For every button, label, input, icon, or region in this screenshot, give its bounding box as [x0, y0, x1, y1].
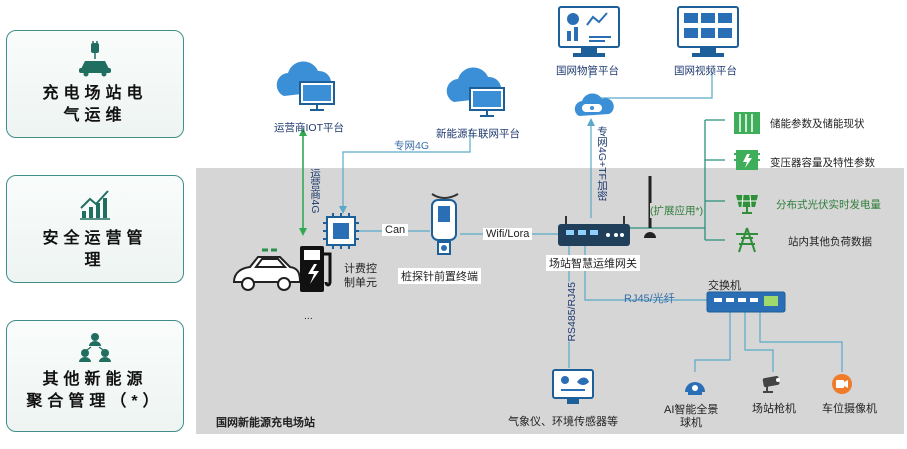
card-safety-ops[interactable]: 安全运营管 理 — [6, 175, 184, 283]
cloud-monitor-icon — [446, 67, 505, 117]
transformer-icon — [734, 150, 760, 170]
right-item-0: 储能参数及储能现状 — [770, 118, 865, 130]
card-ev-station-ops[interactable]: 充电场站电 气运维 — [6, 30, 184, 138]
ai-camera-label-2: 球机 — [680, 417, 702, 429]
people-network-icon — [79, 333, 111, 362]
wifi-lora-label: Wifi/Lora — [483, 228, 533, 240]
card-title-line1: 安全运营管 — [42, 230, 148, 247]
probe-terminal-icon — [431, 193, 459, 255]
grid-private-label: 专网4G+TF加密 — [596, 126, 608, 201]
rs485-label: RS485/RJ45 — [566, 282, 578, 342]
power-tower-icon — [736, 227, 758, 253]
operator-4g-label: 运营商4G — [308, 168, 323, 214]
grid-iot-label: 国网物管平台 — [556, 65, 619, 77]
right-item-3: 站内其他负荷数据 — [788, 236, 872, 248]
ev-charging-car-icon — [79, 41, 111, 77]
iot-operator-label: 运营商IOT平台 — [274, 122, 344, 134]
gateway-icon — [558, 216, 630, 246]
bar-chart-icon — [80, 190, 110, 220]
private-4g-label: 专网4G — [394, 140, 430, 152]
card-title-line2: 气运维 — [63, 107, 127, 124]
right-item-1: 变压器容量及特性参数 — [770, 157, 875, 169]
can-label: Can — [382, 224, 409, 236]
monitor-dashboard-icon — [558, 6, 620, 57]
zone-label: 国网新能源充电场站 — [216, 417, 315, 429]
weather-sensor-label: 气象仪、环境传感器等 — [508, 416, 618, 428]
ev-car-charger-icon — [232, 246, 332, 292]
solar-panel-icon — [736, 194, 758, 214]
card-other-energy-aggregation[interactable]: 其他新能源 聚合管理（*） — [6, 320, 184, 432]
grid-video-label: 国网视频平台 — [674, 65, 737, 77]
probe-terminal-label: 桩探针前置终端 — [398, 268, 481, 284]
gun-camera-label: 场站枪机 — [752, 403, 796, 415]
expand-label: (扩展应用*) — [650, 203, 704, 218]
billing-unit-label-1: 计费控 — [344, 263, 377, 275]
billing-unit-label-2: 制单元 — [344, 277, 377, 289]
vehicle-network-label: 新能源车联网平台 — [436, 128, 520, 140]
storage-icon — [734, 112, 760, 134]
bullet-camera-icon — [762, 375, 780, 393]
switch-label: 交换机 — [708, 280, 741, 292]
chip-icon — [323, 213, 359, 249]
card-title-line1: 充电场站电 — [42, 85, 148, 102]
monitor-video-icon — [677, 6, 739, 57]
ai-camera-label-1: AI智能全景 — [664, 404, 719, 416]
parking-camera-icon — [832, 374, 852, 394]
card-title-line2: 聚合管理（*） — [26, 393, 164, 410]
cloud-monitor-icon — [276, 61, 335, 111]
rj45-label: RJ45/光纤 — [624, 293, 675, 305]
card-title-line1: 其他新能源 — [42, 371, 148, 388]
ellipsis-label: ... — [304, 310, 313, 322]
dome-camera-icon — [685, 382, 705, 395]
antenna-icon — [644, 176, 656, 238]
parking-camera-label: 车位摄像机 — [822, 403, 877, 415]
switch-icon — [706, 291, 786, 313]
card-title-line2: 理 — [84, 252, 106, 269]
weather-sensor-icon — [552, 369, 594, 404]
gateway-label: 场站智慧运维网关 — [546, 255, 640, 271]
cloud-lock-icon — [574, 93, 614, 116]
right-item-2: 分布式光伏实时发电量 — [776, 199, 881, 211]
